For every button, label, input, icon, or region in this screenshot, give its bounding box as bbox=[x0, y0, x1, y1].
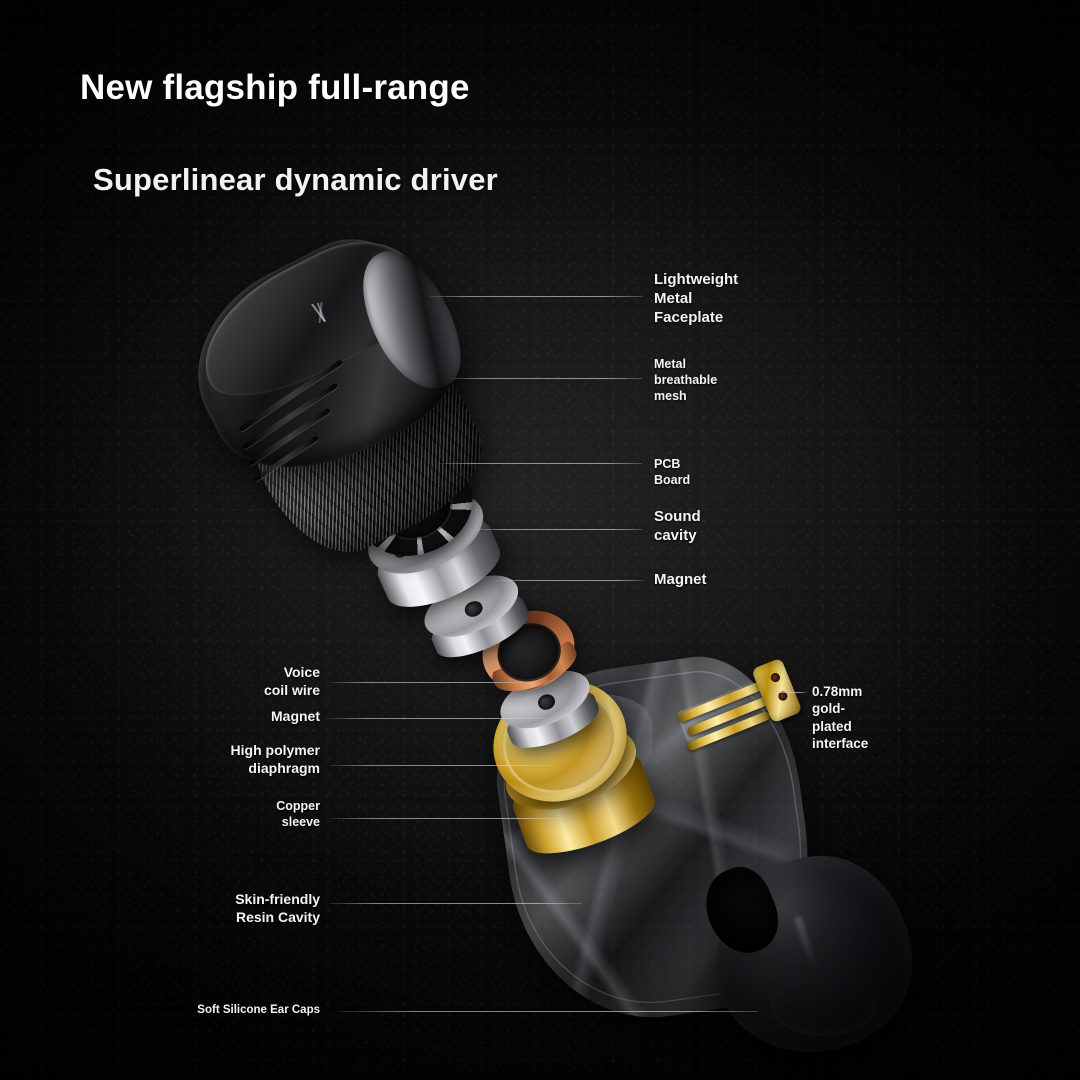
leader-line-diaphragm bbox=[330, 765, 552, 766]
callout-label: High polymer diaphragm bbox=[230, 742, 320, 776]
leader-line-pcb bbox=[440, 463, 642, 464]
leader-line-magnet-lower bbox=[330, 718, 546, 719]
callout-label: Copper sleeve bbox=[276, 799, 320, 829]
callout-label: Skin-friendly Resin Cavity bbox=[235, 891, 320, 925]
callout-label: Soft Silicone Ear Caps bbox=[197, 1004, 320, 1016]
page-title: New flagship full-range bbox=[80, 68, 470, 107]
leader-line-mesh bbox=[452, 378, 642, 379]
leader-line-magnet-upper bbox=[496, 580, 642, 581]
callout-label: Voice coil wire bbox=[263, 664, 320, 698]
callout-label: Sound cavity bbox=[654, 508, 701, 545]
callout-label: Magnet bbox=[654, 571, 707, 588]
callout-label: Magnet bbox=[271, 708, 320, 724]
leader-line-copper-sleeve bbox=[330, 818, 566, 819]
leader-line-faceplate bbox=[430, 296, 642, 297]
callout-label: Lightweight Metal Faceplate bbox=[654, 271, 739, 327]
leader-line-resin-cavity bbox=[330, 903, 582, 904]
leader-line-interface bbox=[772, 692, 806, 693]
leader-line-sound-cavity bbox=[474, 529, 642, 530]
leader-line-ear-caps bbox=[338, 1011, 758, 1012]
leader-line-voice-coil bbox=[330, 682, 526, 683]
callout-label: 0.78mm gold-plated interface bbox=[812, 684, 869, 751]
callout-label: PCB Board bbox=[654, 457, 691, 487]
callout-label: Metal breathable mesh bbox=[654, 357, 718, 403]
page-subtitle: Superlinear dynamic driver bbox=[93, 162, 498, 197]
